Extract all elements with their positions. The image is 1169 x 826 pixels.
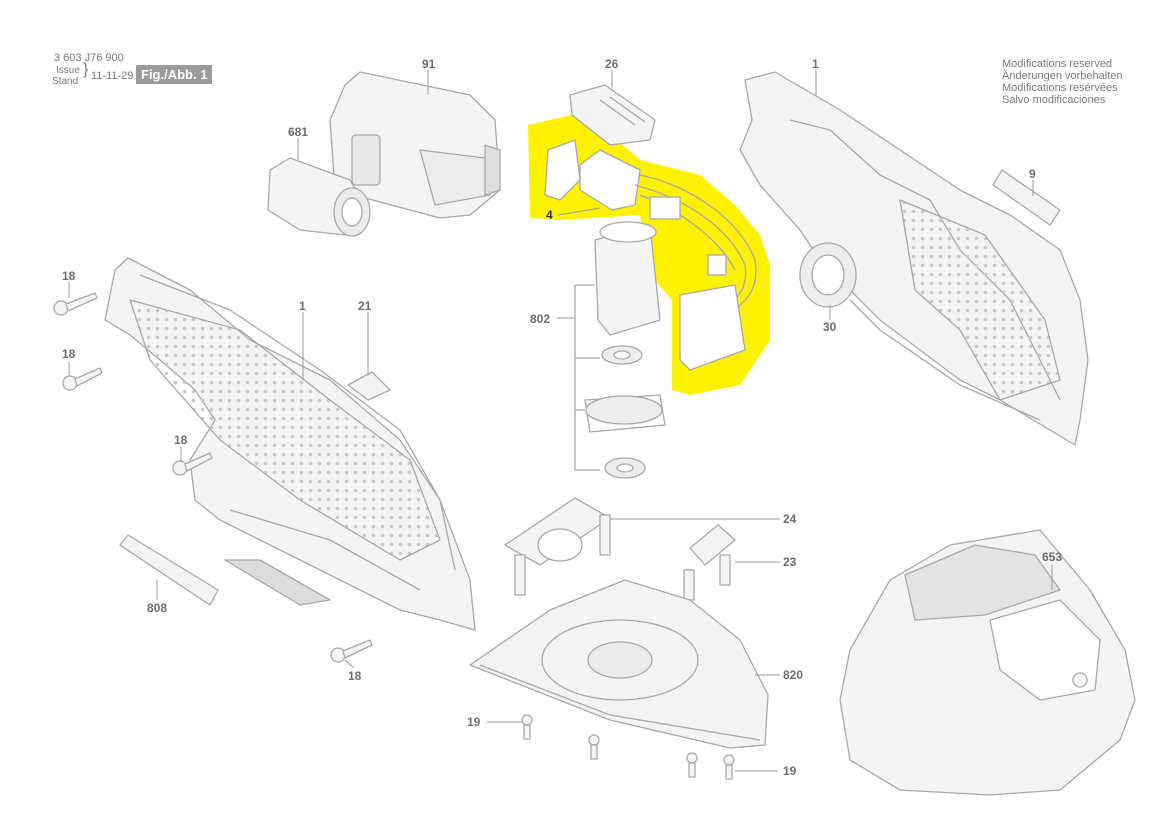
stand-label: Stand (52, 76, 79, 87)
housing-right-part (739, 71, 1089, 446)
small-cap-part (347, 371, 391, 401)
part-label-820: 820 (783, 668, 804, 682)
housing-left-part (104, 257, 476, 631)
switch-wiring-part (544, 139, 757, 371)
part-label-18-a: 18 (62, 269, 76, 283)
part-label-18-b: 18 (62, 347, 76, 361)
label-strip-part (992, 169, 1061, 226)
part-label-653: 653 (1042, 550, 1063, 564)
part-label-30: 30 (823, 320, 837, 334)
screw-part-18b (62, 367, 103, 391)
part-label-19-b: 19 (783, 764, 797, 778)
motor-part (584, 221, 666, 479)
part-label-4: 4 (546, 208, 553, 222)
modifications-notice: Modifications reserved Änderungen vorbeh… (1002, 58, 1122, 106)
label-strip-808-part (119, 534, 219, 606)
bracket-part-23 (683, 524, 736, 601)
switch-button-part (569, 84, 656, 146)
screw-part-18a (53, 292, 98, 316)
battery-pack-part (329, 71, 501, 219)
part-label-24: 24 (783, 512, 797, 526)
bracket-802 (574, 284, 600, 471)
part-label-1-top: 1 (812, 57, 819, 71)
screw-part-19b (588, 734, 600, 760)
part-label-21: 21 (358, 299, 372, 313)
screw-part-18d (330, 639, 373, 663)
base-plate-part (469, 579, 769, 749)
part-label-808: 808 (147, 601, 168, 615)
dust-cap-part (267, 157, 371, 237)
brace-glyph: } (83, 61, 89, 78)
part-label-19-a: 19 (467, 715, 481, 729)
modification-line: Modifications resérvées (1002, 82, 1118, 94)
modification-line: Änderungen vorbehalten (1002, 70, 1123, 82)
screw-part-19c (686, 752, 698, 778)
issue-label: Issue (56, 65, 80, 76)
modification-line: Salvo modificaciones (1002, 94, 1106, 106)
charger-part (839, 529, 1136, 796)
part-label-26: 26 (605, 57, 619, 71)
part-label-18-d: 18 (348, 669, 362, 683)
screw-part-19a (521, 714, 533, 740)
seal-ring-part (799, 242, 857, 308)
part-label-91: 91 (422, 57, 436, 71)
part-label-802: 802 (530, 312, 551, 326)
part-label-9: 9 (1029, 167, 1036, 181)
part-label-1-left: 1 (299, 299, 306, 313)
figure-label: Fig./Abb. 1 (136, 65, 213, 84)
screw-part-19d (723, 754, 735, 780)
bracket-part-24 (504, 497, 611, 596)
part-label-681: 681 (288, 125, 309, 139)
doc-number: 3 603 J76 900 (54, 52, 124, 64)
part-label-18-c: 18 (174, 433, 188, 447)
issue-date: 11-11-29 (91, 70, 134, 82)
modification-line: Modifications reserved (1002, 58, 1113, 70)
part-label-23: 23 (783, 555, 797, 569)
screw-part-18c (172, 452, 213, 476)
leader-lines (68, 70, 1053, 772)
